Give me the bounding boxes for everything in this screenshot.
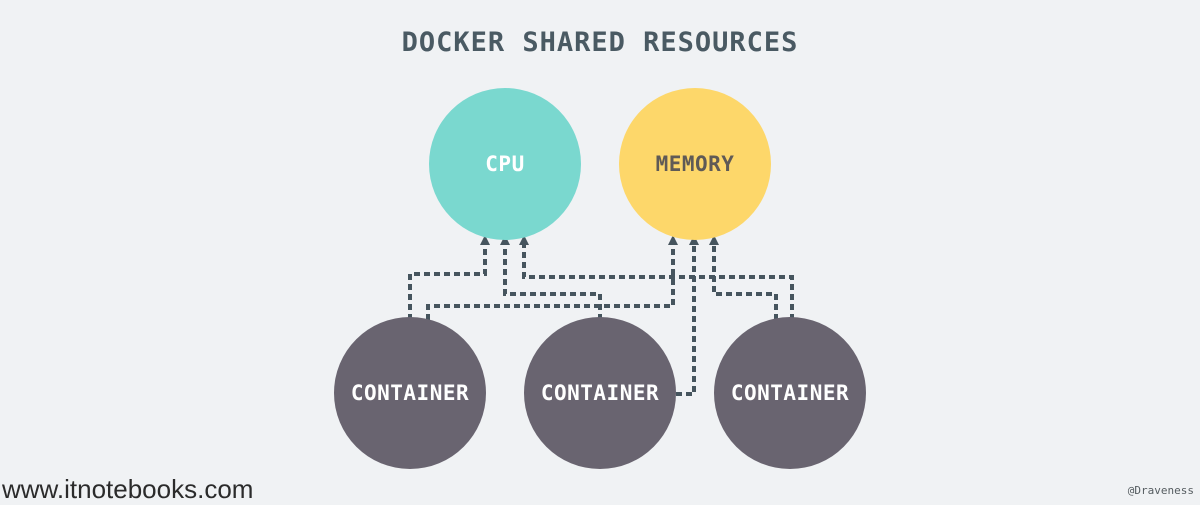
connector-container-2-to-memory <box>676 235 699 396</box>
memory-circle <box>619 88 771 240</box>
container-1-circle <box>334 317 486 469</box>
container-node-1: CONTAINER <box>334 317 486 469</box>
container-node-3: CONTAINER <box>714 317 866 469</box>
cpu-circle <box>429 88 581 240</box>
resource-node-memory: MEMORY <box>619 88 771 240</box>
diagram-title: DOCKER SHARED RESOURCES <box>401 27 799 58</box>
connector-container-3-to-cpu <box>519 235 794 320</box>
author-credit: @Draveness <box>1127 484 1194 497</box>
connector-container-3-to-memory <box>709 235 778 320</box>
container-3-circle <box>714 317 866 469</box>
container-node-2: CONTAINER <box>524 317 676 469</box>
cpu-label: CPU <box>485 152 524 176</box>
container-2-circle <box>524 317 676 469</box>
connector-container-1-to-memory <box>426 235 678 320</box>
connector-container-1-to-cpu <box>408 235 490 320</box>
container-3-label: CONTAINER <box>731 381 849 405</box>
container-1-label: CONTAINER <box>351 381 469 405</box>
container-2-label: CONTAINER <box>541 381 659 405</box>
resource-node-cpu: CPU <box>429 88 581 240</box>
connector-container-2-to-cpu <box>500 235 602 320</box>
site-watermark: www.itnotebooks.com <box>2 474 254 504</box>
memory-label: MEMORY <box>656 152 735 176</box>
